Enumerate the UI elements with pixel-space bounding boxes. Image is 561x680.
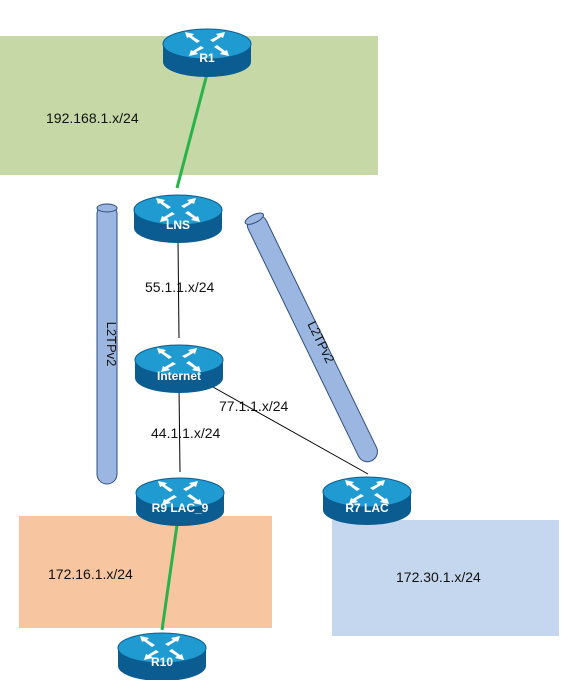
router-label-lns: LNS [166,218,190,232]
router-r7[interactable]: R7 LAC [322,476,412,525]
router-label-r9: R9 LAC_9 [152,501,209,515]
router-icon [134,344,224,393]
router-icon [322,476,412,525]
lan-region-r7 [332,520,559,636]
router-label-r10: R10 [151,655,173,669]
router-icon [133,194,223,243]
subnet-label-lan-r1: 192.168.1.x/24 [46,110,139,126]
subnet-label-lan-r9: 172.16.1.x/24 [48,566,133,582]
router-lns[interactable]: LNS [133,194,223,243]
router-internet[interactable]: Internet [134,344,224,393]
router-label-r7: R7 LAC [345,501,389,515]
link-r1-lns [175,73,209,189]
router-label-internet: Internet [157,369,201,383]
router-icon [135,477,225,526]
router-r1[interactable]: R1 [162,28,252,77]
links-layer [160,73,369,631]
link-internet-r9 [178,387,181,473]
tunnel-pipe-icon [96,203,118,485]
tunnel-right: L2TPv2 [244,212,378,463]
subnet-label-internet-r9: 44.1.1.x/24 [151,425,221,441]
tunnel-pipe-icon [244,212,378,463]
router-r9[interactable]: R9 LAC_9 [135,477,225,526]
lan-region-r9 [19,516,272,628]
routers-layer: R1 LNS Internet R9 LAC_9 R7 LAC R10 [117,28,412,680]
tunnel-label-left: L2TPv2 [104,322,119,367]
subnet-label-lns-internet: 55.1.1.x/24 [145,279,215,295]
subnet-label-internet-r7: 77.1.1.x/24 [219,398,289,414]
router-label-r1: R1 [199,51,215,65]
link-internet-r7 [203,381,369,475]
tunnel-left: L2TPv2 [96,203,119,485]
link-r9-r10 [160,517,180,631]
router-icon [162,28,252,77]
link-lns-internet [177,239,180,339]
router-r10[interactable]: R10 [117,632,207,680]
router-icon [117,632,207,680]
subnet-label-lan-r7: 172.30.1.x/24 [396,569,481,585]
